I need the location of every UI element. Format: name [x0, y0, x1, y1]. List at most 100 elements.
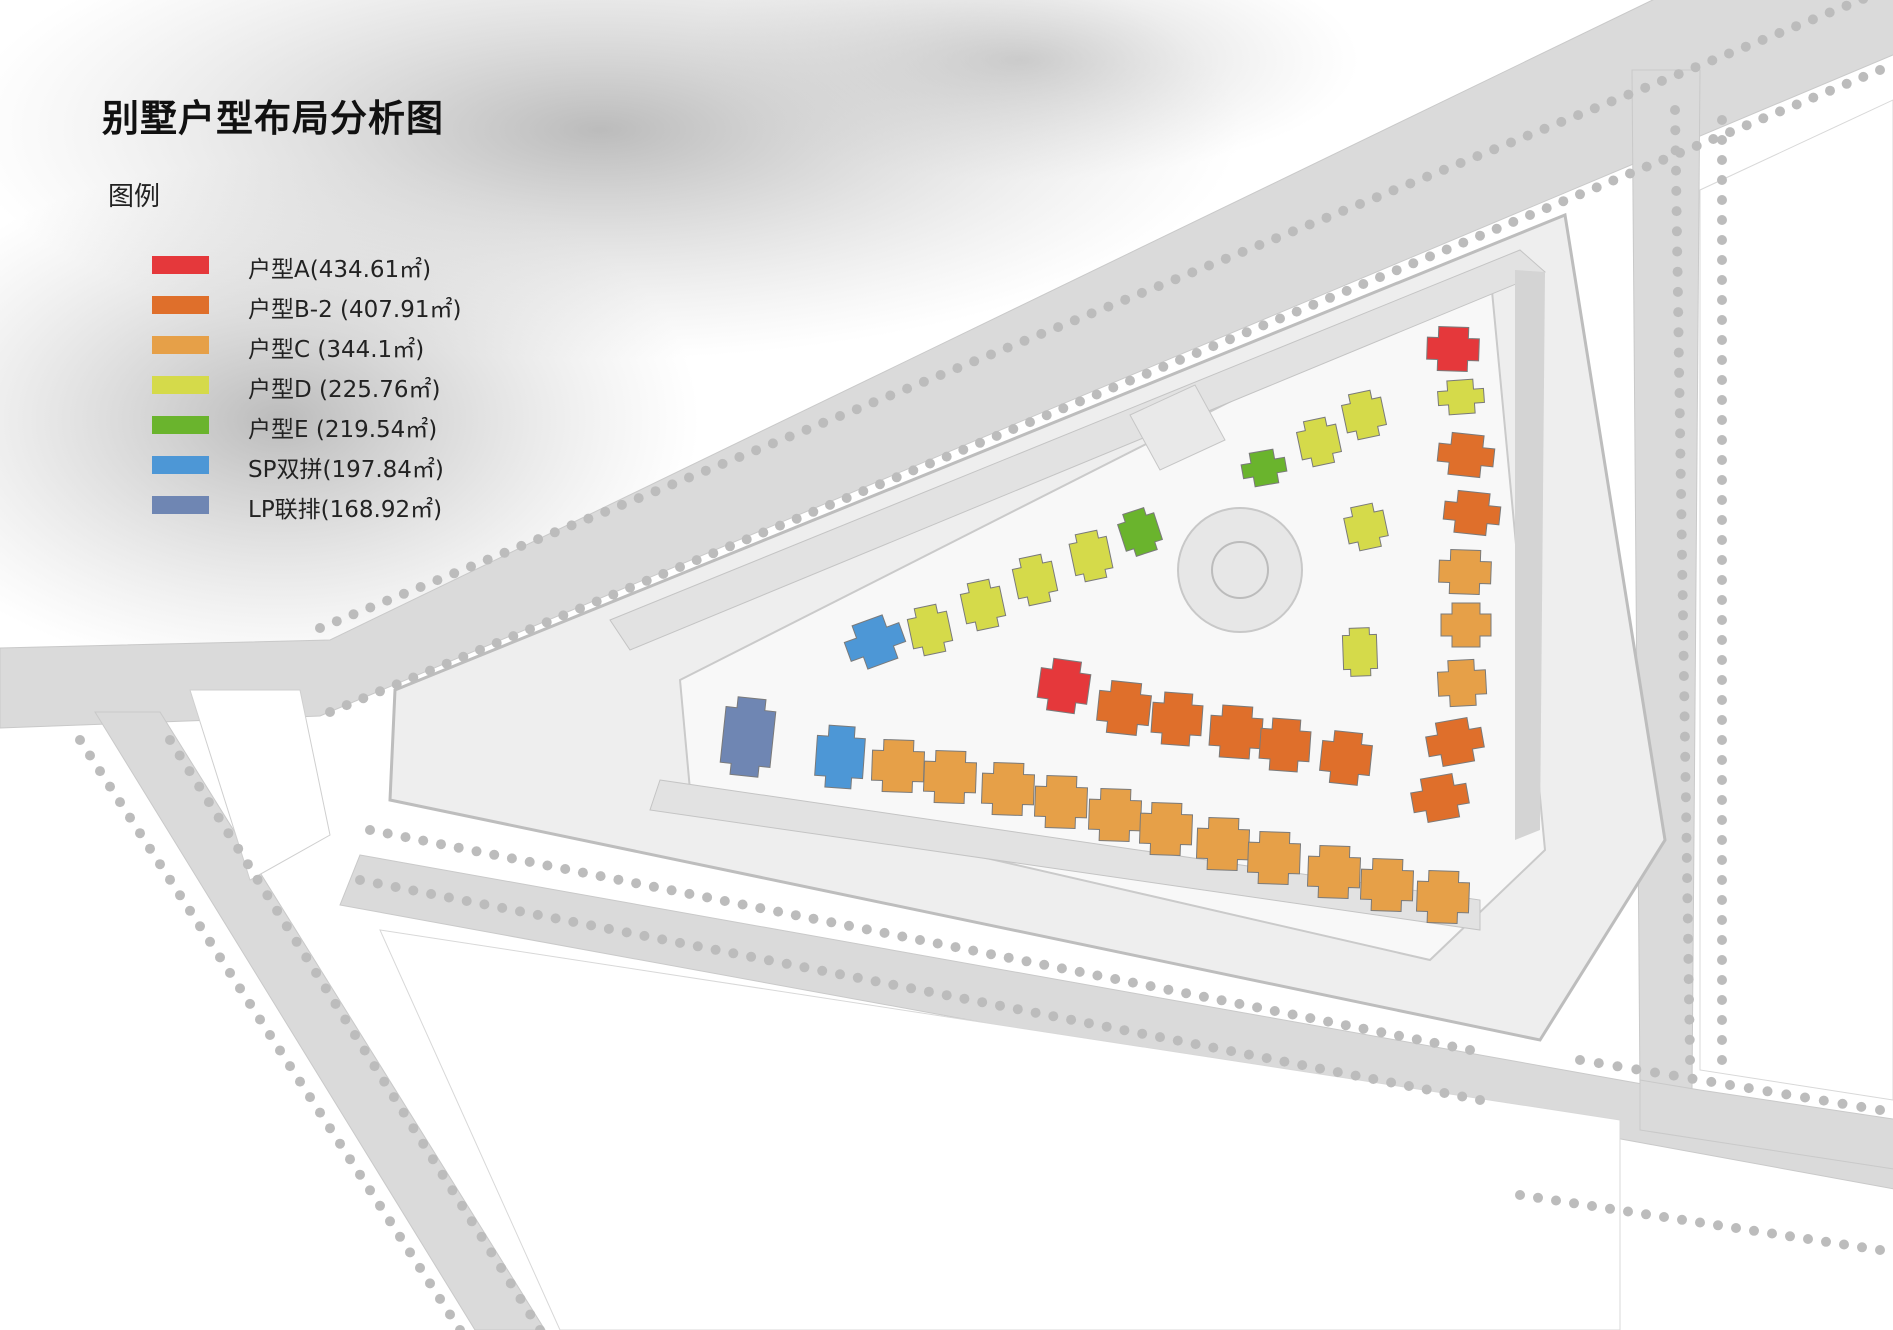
- tree-southeast-row: [1725, 1080, 1735, 1090]
- tree-north-row-b: [691, 555, 702, 566]
- tree-south-row-b: [497, 902, 508, 913]
- tree-north-row-b: [825, 499, 835, 510]
- tree-north-row-a: [466, 561, 476, 572]
- tree-west-row: [95, 766, 105, 777]
- tree-west-row: [425, 1278, 435, 1289]
- tree-west-row: [285, 1061, 295, 1072]
- tree-north-row-b: [1208, 341, 1219, 352]
- townhouse-strip-south: [649, 779, 1481, 931]
- tree-east-row: [1680, 792, 1691, 803]
- tree-southeast-row-b: [1821, 1236, 1831, 1247]
- tree-north-row-b: [1308, 299, 1319, 310]
- tree-east-row: [1671, 185, 1682, 196]
- legend-label-d: 户型D (225.76㎡): [248, 377, 441, 403]
- tree-east-row-b: [1717, 135, 1727, 145]
- legend-swatch-e: [152, 416, 209, 434]
- tree-east-row-b: [1717, 335, 1727, 345]
- tree-south-row-b: [941, 990, 952, 1001]
- legend-swatch-d: [152, 376, 209, 394]
- tree-east-row: [1682, 913, 1693, 924]
- tree-west-row-b: [535, 1325, 545, 1330]
- tree-south-row-b: [888, 979, 899, 990]
- tree-southeast-row-b: [1875, 1245, 1885, 1255]
- tree-north-row-a: [969, 356, 980, 367]
- tree-north-row-a: [432, 575, 443, 586]
- tree-south-row-a: [879, 927, 890, 938]
- tree-north-row-a: [516, 540, 527, 551]
- tree-east-row: [1672, 266, 1683, 277]
- tree-north-row-a: [1422, 171, 1433, 182]
- tree-south-row-b: [1155, 1032, 1165, 1043]
- tree-north-row-b: [1508, 216, 1519, 227]
- tree-south-row-a: [755, 903, 766, 914]
- tree-west-row: [275, 1045, 285, 1056]
- tree-south-row-b: [461, 896, 472, 906]
- tree-north-row-b: [925, 458, 935, 469]
- villa-d-17: [959, 578, 1007, 632]
- tree-south-row-b: [586, 920, 597, 931]
- tree-north-row-b: [508, 631, 519, 642]
- tree-north-row-a: [499, 547, 510, 558]
- tree-north-row-a: [1824, 7, 1835, 18]
- tree-southeast-row-b: [1569, 1198, 1579, 1209]
- tree-north-row-a: [1053, 322, 1064, 333]
- tree-west-row: [255, 1014, 265, 1025]
- tree-south-row-a: [436, 839, 446, 850]
- tree-north-row-a: [1321, 212, 1332, 223]
- tree-south-row-a: [719, 896, 730, 906]
- tree-east-row-b: [1717, 575, 1727, 585]
- tree-north-row-a: [801, 424, 812, 435]
- tree-north-row-a: [1858, 0, 1869, 4]
- tree-north-row-a: [751, 445, 762, 456]
- central-plaza: [1177, 507, 1303, 633]
- tree-southeast-row: [1706, 1076, 1717, 1087]
- tree-south-row-b: [870, 976, 881, 987]
- tree-south-row-b: [1190, 1039, 1201, 1050]
- tree-east-row-b: [1717, 635, 1727, 645]
- villa-c-31: [1033, 774, 1089, 830]
- villa-d-9: [1340, 389, 1388, 441]
- villa-d-18: [906, 603, 954, 657]
- tree-south-row-a: [1394, 1030, 1404, 1041]
- tree-north-row-b: [875, 479, 885, 490]
- tree-west-row-b: [291, 936, 302, 947]
- tree-rows: [75, 0, 1885, 1330]
- tree-north-row-a: [566, 520, 577, 531]
- tree-north-row-a: [1506, 137, 1516, 148]
- tree-west-row-b: [486, 1247, 497, 1258]
- tree-north-row-b: [841, 493, 852, 503]
- tree-west-row: [455, 1325, 465, 1330]
- tree-north-row-a: [1623, 89, 1634, 100]
- tree-east-row: [1678, 610, 1688, 621]
- tree-north-row-a: [734, 452, 745, 462]
- tree-east-row: [1684, 1014, 1695, 1025]
- tree-south-row-b: [799, 962, 810, 973]
- tree-north-row-b: [1091, 389, 1102, 400]
- tree-south-row-b: [426, 889, 437, 899]
- tree-north-row-a: [1304, 219, 1315, 230]
- tree-west-row: [385, 1216, 395, 1227]
- tree-west-row: [235, 983, 245, 994]
- tree-east-row-b: [1717, 715, 1727, 725]
- tree-north-row-b: [725, 541, 735, 552]
- tree-north-row-b: [491, 638, 502, 648]
- tree-west-row-b: [252, 874, 263, 885]
- tree-north-row-b: [708, 548, 719, 559]
- tree-south-row-b: [906, 983, 917, 994]
- tree-north-row-b: [658, 568, 669, 579]
- tree-southeast-row-b: [1731, 1223, 1741, 1233]
- tree-east-row-b: [1717, 375, 1727, 385]
- tree-north-row-b: [458, 651, 469, 662]
- tree-east-row-b: [1717, 515, 1727, 525]
- tree-west-row: [445, 1309, 455, 1320]
- tree-east-row-b: [1717, 835, 1727, 845]
- tree-north-row-b: [441, 658, 452, 669]
- tree-west-row-b: [379, 1076, 390, 1087]
- tree-north-row-a: [415, 582, 426, 592]
- tree-north-row-a: [1841, 0, 1852, 11]
- tree-east-row: [1680, 772, 1691, 782]
- tree-west-row: [105, 781, 115, 792]
- tree-north-row-b: [525, 624, 535, 635]
- tree-south-row-b: [390, 882, 401, 892]
